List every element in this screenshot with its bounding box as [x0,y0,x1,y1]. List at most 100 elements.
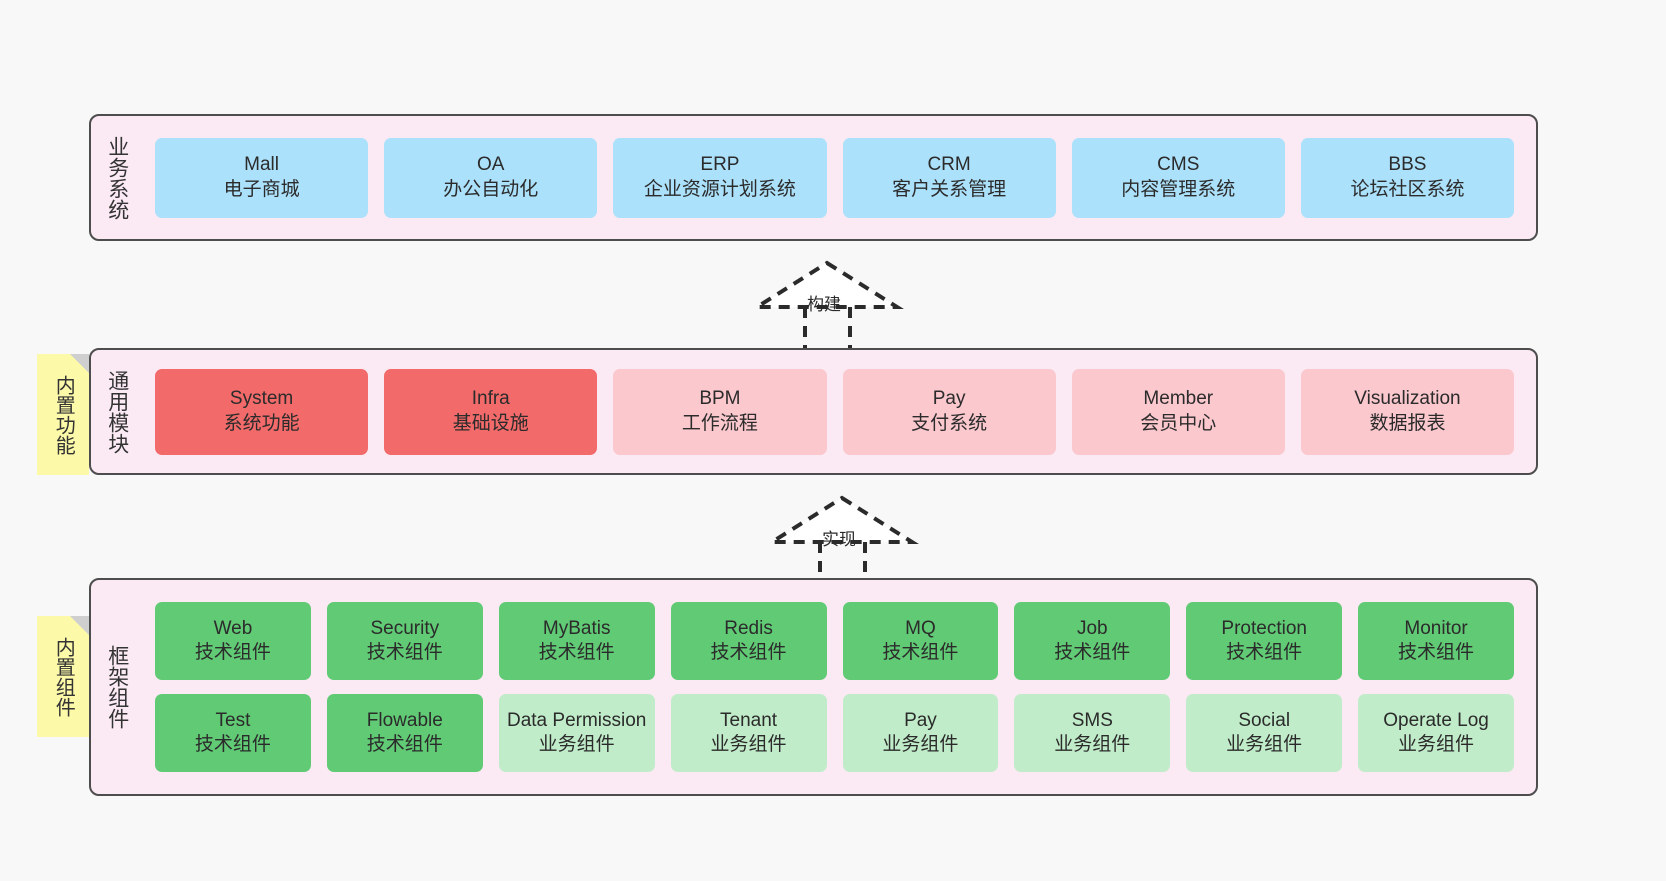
card-subtitle: 技术组件 [194,734,271,755]
card-title: Social [1238,709,1291,731]
card-subtitle: 电子商城 [223,178,300,200]
card-title: MyBatis [542,617,611,639]
card-subtitle: 业务组件 [1398,734,1475,755]
card-subtitle: 客户关系管理 [892,178,1007,200]
connector-implement-label: 实现 [822,530,856,549]
card-title: Mall [244,154,279,176]
card-social[interactable]: Social 业务组件 [1186,694,1343,772]
card-subtitle: 工作流程 [681,412,758,434]
card-title: Monitor [1404,617,1468,639]
card-title: Tenant [720,709,778,731]
card-subtitle: 内容管理系统 [1121,178,1236,200]
connector-shaft [818,542,867,578]
card-protection[interactable]: Protection 技术组件 [1186,602,1343,680]
card-subtitle: 业务组件 [538,734,615,755]
card-subtitle: 技术组件 [1398,642,1475,663]
layer-framework-components-label: 框架组件 [105,645,129,729]
card-test[interactable]: Test 技术组件 [155,694,311,772]
card-subtitle: 技术组件 [538,642,615,663]
card-operate-log[interactable]: Operate Log 业务组件 [1358,694,1514,772]
layer-business-system-label: 业务系统 [105,135,129,220]
generalization-arrowhead [755,260,904,309]
card-subtitle: 技术组件 [366,734,443,755]
note-builtin-component-label: 内置组件 [52,636,75,717]
card-pay[interactable]: Pay 业务组件 [842,694,999,772]
card-mq[interactable]: MQ 技术组件 [842,602,999,680]
card-subtitle: 企业资源计划系统 [643,178,796,200]
card-subtitle: 技术组件 [1054,642,1131,663]
note-builtin-function-label: 内置功能 [52,374,75,455]
card-subtitle: 技术组件 [882,642,959,663]
card-subtitle: 业务组件 [1226,734,1303,755]
card-title: MQ [905,617,936,639]
card-job[interactable]: Job 技术组件 [1014,602,1171,680]
card-subtitle: 业务组件 [882,734,959,755]
connector-build-label: 构建 [807,295,841,314]
card-tenant[interactable]: Tenant 业务组件 [670,694,827,772]
card-web[interactable]: Web 技术组件 [155,602,311,680]
card-title: Data Permission [506,709,647,731]
card-security[interactable]: Security 技术组件 [326,602,483,680]
card-flowable[interactable]: Flowable 技术组件 [326,694,483,772]
card-title: Flowable [366,709,443,731]
note-fold-icon [70,616,89,635]
card-title: Job [1076,617,1108,639]
card-title: ERP [700,154,740,176]
card-subtitle: 会员中心 [1140,412,1217,434]
card-title: Protection [1221,617,1307,639]
card-subtitle: 数据报表 [1369,412,1446,434]
card-title: OA [477,154,505,176]
card-title: BBS [1388,154,1427,176]
card-subtitle: 业务组件 [710,734,787,755]
card-title: Redis [724,617,773,639]
card-title: CRM [927,154,971,176]
card-title: Test [215,709,251,731]
card-subtitle: 系统功能 [223,412,300,434]
connector-implement: 实现 [770,490,920,578]
card-subtitle: 技术组件 [710,642,787,663]
card-redis[interactable]: Redis 技术组件 [670,602,827,680]
connector-shaft [803,307,852,355]
card-subtitle: 技术组件 [1226,642,1303,663]
card-title: System [229,388,294,410]
card-subtitle: 业务组件 [1054,734,1131,755]
card-subtitle: 论坛社区系统 [1350,178,1465,200]
card-subtitle: 技术组件 [194,642,271,663]
generalization-arrowhead [770,495,919,544]
card-title: Infra [471,388,510,410]
note-builtin-component: 内置组件 [37,616,89,737]
note-fold-icon [70,354,89,373]
card-title: Pay [932,388,966,410]
card-data-permission[interactable]: Data Permission 业务组件 [498,694,655,772]
card-monitor[interactable]: Monitor 技术组件 [1358,602,1514,680]
card-title: Security [370,617,440,639]
card-title: Web [213,617,253,639]
card-subtitle: 办公自动化 [443,178,539,200]
card-title: Pay [904,709,937,731]
card-title: Operate Log [1383,709,1489,731]
card-subtitle: 技术组件 [366,642,443,663]
card-title: BPM [699,388,741,410]
card-mybatis[interactable]: MyBatis 技术组件 [498,602,655,680]
connector-build: 构建 [755,255,905,355]
